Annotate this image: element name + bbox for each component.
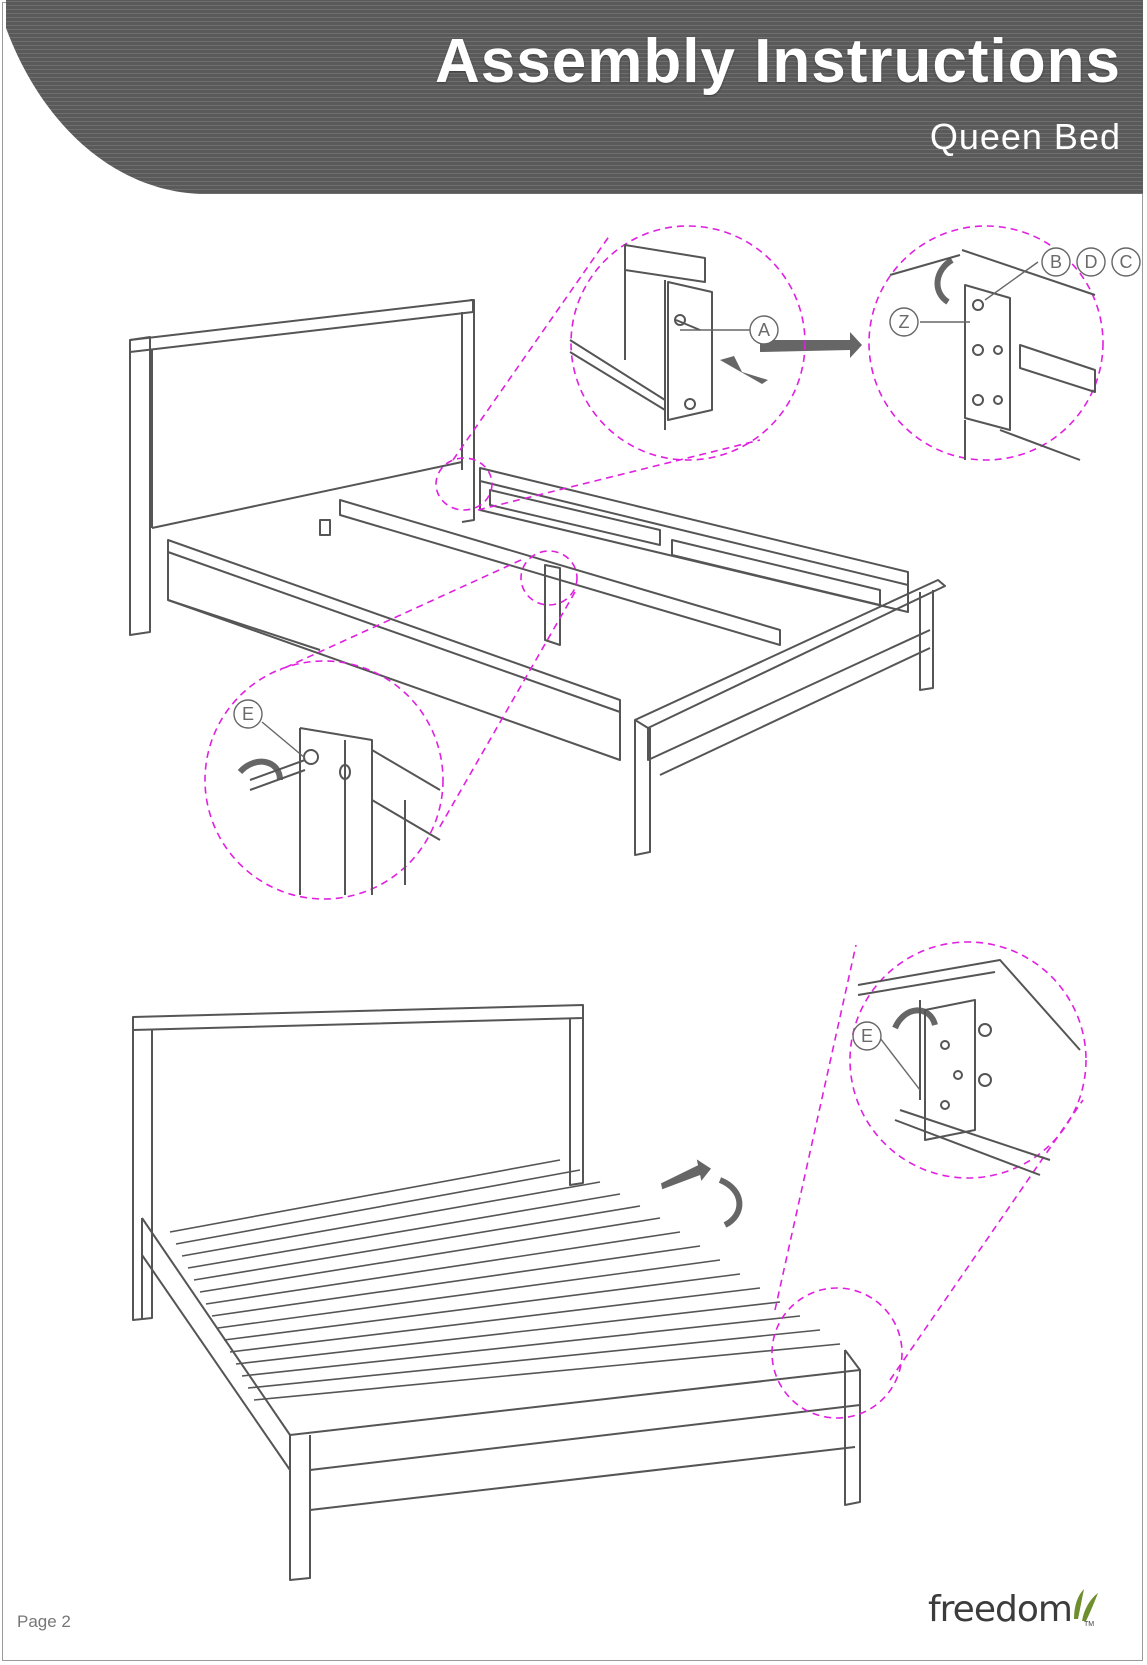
side-rail-right [319, 467, 909, 613]
detail-e-top [249, 727, 441, 895]
callout-b: B [1041, 247, 1071, 277]
leaf-icon [1074, 1589, 1098, 1621]
page-number: Page 2 [17, 1612, 71, 1631]
callout-a: A [749, 315, 779, 345]
callout-z: Z [889, 307, 919, 337]
freedom-logo: freedom TM [928, 1585, 1118, 1645]
page-title: Assembly Instructions [435, 27, 1121, 96]
footboard-top [634, 579, 946, 856]
logo-text: freedom [928, 1589, 1073, 1630]
callout-leaders [261, 261, 1039, 1091]
callout-e-top-label: E [242, 704, 254, 724]
callout-circles [204, 225, 1104, 1419]
callout-d-label: D [1085, 252, 1098, 272]
detail-a [569, 244, 713, 430]
header-banner: Assembly Instructions Queen Bed [0, 0, 1147, 200]
detail-e-bottom [857, 959, 1081, 1176]
header-shape [6, 0, 1143, 194]
callout-letters: A Z B D C E E [233, 247, 1141, 1051]
center-rail [339, 499, 781, 646]
callout-e-bottom-label: E [861, 1026, 873, 1046]
headboard-top [129, 299, 475, 636]
page-subtitle: Queen Bed [929, 116, 1121, 157]
callout-c-label: C [1120, 252, 1133, 272]
logo-trademark: TM [1084, 1621, 1095, 1628]
arrow-icon [660, 332, 862, 1190]
frame-bottom [141, 1217, 861, 1581]
side-rail-left [167, 539, 621, 761]
rotate-icon [237, 257, 954, 1228]
callout-z-label: Z [899, 312, 910, 332]
callout-e-top: E [233, 699, 263, 729]
callout-d: D [1076, 247, 1106, 277]
callout-b-label: B [1050, 252, 1062, 272]
callout-e-bottom: E [852, 1021, 882, 1051]
slats [169, 1159, 841, 1401]
detail-bdc [889, 249, 1096, 461]
callout-a-label: A [758, 320, 770, 340]
callout-c: C [1111, 247, 1141, 277]
